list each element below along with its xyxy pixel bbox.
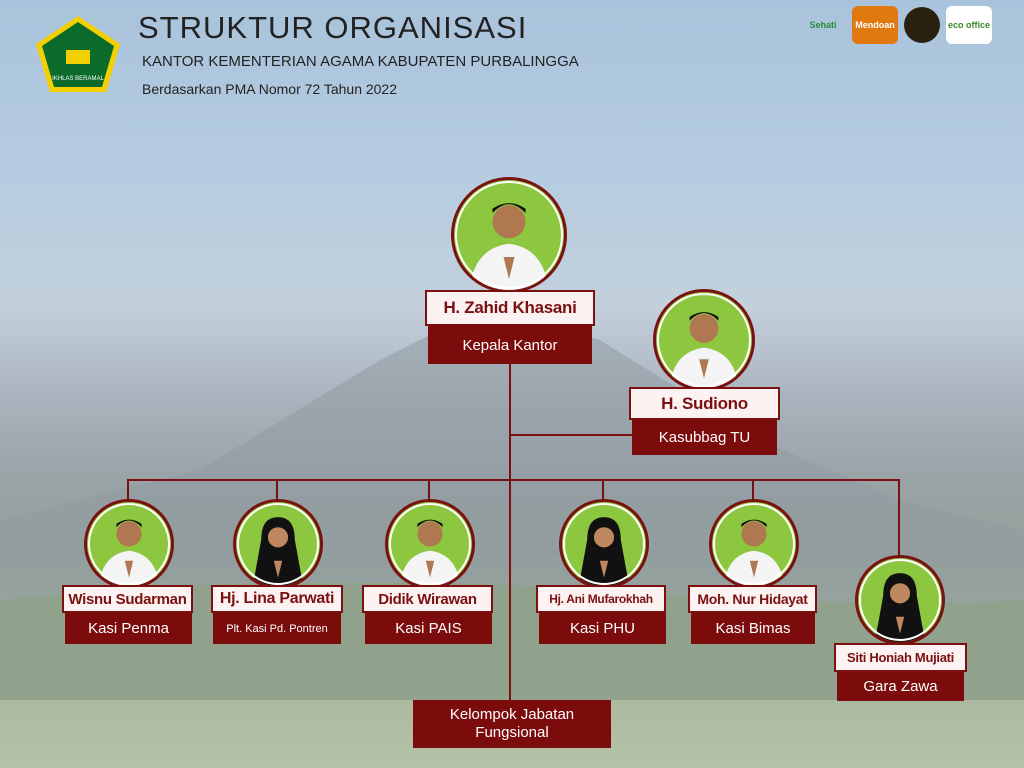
secretary-photo bbox=[653, 289, 755, 391]
section-photo bbox=[233, 499, 323, 589]
functional-group-box: Kelompok Jabatan Fungsional bbox=[413, 700, 611, 748]
section-photo bbox=[709, 499, 799, 589]
section-role: Kasi PHU bbox=[539, 613, 666, 644]
regulation-basis: Berdasarkan PMA Nomor 72 Tahun 2022 bbox=[142, 81, 398, 97]
section-name: Hj. Lina Parwati bbox=[211, 585, 343, 613]
ministry-logo: IKHLAS BERAMAL bbox=[34, 14, 122, 94]
sehati-logo: Sehati bbox=[809, 20, 837, 30]
section-photo bbox=[84, 499, 174, 589]
head-role: Kepala Kantor bbox=[428, 326, 592, 364]
secretary-name: H. Sudiono bbox=[629, 387, 780, 420]
connector-drop bbox=[602, 479, 604, 501]
section-name: Moh. Nur Hidayat bbox=[688, 585, 817, 613]
section-name: Wisnu Sudarman bbox=[62, 585, 193, 613]
section-name: Didik Wirawan bbox=[362, 585, 493, 613]
section-photo bbox=[559, 499, 649, 589]
section-name: Siti Honiah Mujiati bbox=[834, 643, 967, 672]
connector-drop bbox=[898, 479, 900, 557]
section-role: Kasi Bimas bbox=[691, 613, 815, 644]
connector-secretary bbox=[510, 434, 632, 436]
connector-drop bbox=[752, 479, 754, 501]
connector-sections bbox=[127, 479, 900, 481]
svg-text:IKHLAS BERAMAL: IKHLAS BERAMAL bbox=[52, 76, 104, 82]
award-logos: Sehati Mendoan eco office bbox=[800, 6, 992, 44]
connector-drop bbox=[428, 479, 430, 501]
connector-main bbox=[509, 364, 511, 700]
office-name: KANTOR KEMENTERIAN AGAMA KABUPATEN PURBA… bbox=[142, 53, 579, 70]
connector-drop bbox=[276, 479, 278, 501]
section-photo bbox=[385, 499, 475, 589]
section-role: Plt. Kasi Pd. Pontren bbox=[213, 613, 341, 644]
section-photo bbox=[855, 555, 945, 645]
page-title: STRUKTUR ORGANISASI bbox=[138, 10, 528, 45]
mendoan-logo: Mendoan bbox=[852, 6, 898, 44]
section-role: Kasi Penma bbox=[65, 613, 192, 644]
section-role: Gara Zawa bbox=[837, 672, 964, 701]
section-name: Hj. Ani Mufarokhah bbox=[536, 585, 666, 613]
eco-office-logo: eco office bbox=[946, 6, 992, 44]
head-photo bbox=[451, 177, 567, 293]
seal-logo bbox=[904, 7, 940, 43]
connector-drop bbox=[127, 479, 129, 501]
head-name: H. Zahid Khasani bbox=[425, 290, 595, 326]
secretary-role: Kasubbag TU bbox=[632, 420, 777, 455]
section-role: Kasi PAIS bbox=[365, 613, 492, 644]
